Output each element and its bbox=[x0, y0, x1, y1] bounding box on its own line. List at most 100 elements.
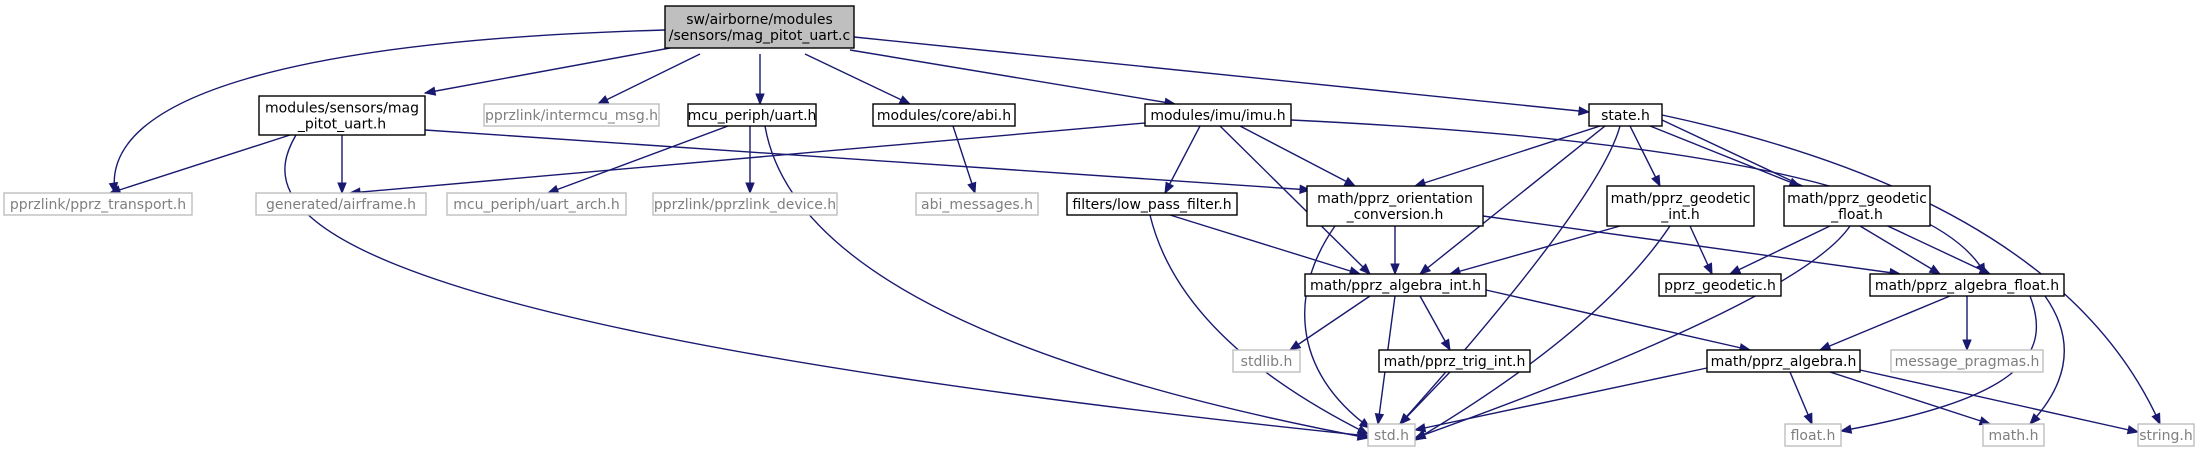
arrowhead-icon bbox=[1440, 338, 1451, 352]
arrowhead-icon bbox=[1374, 413, 1385, 426]
arrowhead-icon bbox=[596, 95, 610, 105]
node-box bbox=[1144, 103, 1292, 127]
node-trig[interactable]: math/pprz_trig_int.h bbox=[1378, 349, 1531, 373]
edge-main-to-abi bbox=[804, 53, 912, 105]
arrowhead-icon bbox=[755, 93, 765, 106]
edge-algfloat-to-float bbox=[1839, 295, 2038, 434]
node-uart[interactable]: mcu_periph/uart.h bbox=[687, 103, 817, 127]
node-state[interactable]: state.h bbox=[1588, 103, 1663, 127]
node-stdlib: stdlib.h bbox=[1232, 349, 1301, 373]
node-abi[interactable]: modules/core/abi.h bbox=[872, 103, 1016, 127]
node-geofloat[interactable]: math/pprz_geodetic_float.h bbox=[1783, 185, 1931, 227]
edges-layer bbox=[108, 29, 2161, 441]
edge-lowpass-to-std bbox=[1149, 214, 1370, 435]
node-geodetic[interactable]: pprz_geodetic.h bbox=[1658, 273, 1782, 297]
edge-geoint-to-geodetic bbox=[1689, 225, 1713, 276]
arrowhead-icon bbox=[2126, 425, 2140, 435]
arrowhead-icon bbox=[423, 86, 437, 96]
arrowhead-icon bbox=[1413, 430, 1427, 439]
arrowhead-icon bbox=[1288, 340, 1302, 351]
node-ptrans: pprzlink/pprz_transport.h bbox=[3, 192, 193, 216]
node-box bbox=[1306, 185, 1484, 227]
edge-line bbox=[424, 129, 1311, 191]
edge-main-to-uart bbox=[755, 54, 765, 106]
edge-main-to-state bbox=[853, 36, 1591, 116]
edge-alg-to-std bbox=[1413, 367, 1708, 433]
node-algint[interactable]: math/pprz_algebra_int.h bbox=[1304, 273, 1487, 297]
node-magh[interactable]: modules/sensors/mag_pitot_uart.h bbox=[258, 95, 426, 136]
arrowhead-icon bbox=[2151, 412, 2161, 426]
node-box bbox=[1706, 349, 1861, 373]
node-label: mcu_periph/uart.h bbox=[688, 108, 817, 124]
node-label: math.h bbox=[1989, 428, 2039, 444]
node-geoint[interactable]: math/pprz_geodetic_int.h bbox=[1606, 185, 1755, 227]
arrowhead-icon bbox=[1651, 174, 1661, 188]
node-imu[interactable]: modules/imu/imu.h bbox=[1144, 103, 1292, 127]
node-box bbox=[1784, 423, 1842, 447]
node-label: filters/low_pass_filter.h bbox=[1072, 197, 1231, 213]
edge-algint-to-trig bbox=[1419, 295, 1451, 352]
edge-algfloat-to-alg bbox=[1818, 295, 1951, 351]
node-label: _int.h bbox=[1660, 207, 1700, 223]
node-label: modules/imu/imu.h bbox=[1150, 108, 1285, 124]
edge-uart-to-std bbox=[764, 125, 1370, 441]
node-lowpass[interactable]: filters/low_pass_filter.h bbox=[1066, 192, 1238, 216]
edge-line bbox=[1414, 125, 1601, 187]
arrowhead-icon bbox=[1359, 263, 1371, 275]
node-label: pprzlink/pprz_transport.h bbox=[10, 197, 186, 213]
node-box bbox=[3, 192, 193, 216]
edge-alg-to-float bbox=[1789, 371, 1813, 426]
arrowhead-icon bbox=[546, 184, 560, 194]
edge-line bbox=[804, 53, 911, 105]
node-uartarch: mcu_periph/uart_arch.h bbox=[446, 192, 627, 216]
arrowhead-icon bbox=[1356, 425, 1370, 435]
arrowhead-icon bbox=[1578, 106, 1591, 116]
node-box bbox=[687, 103, 817, 127]
edge-line bbox=[1859, 225, 1941, 275]
node-box bbox=[1982, 423, 2045, 447]
arrowhead-icon bbox=[898, 95, 912, 105]
node-alg[interactable]: math/pprz_algebra.h bbox=[1706, 349, 1861, 373]
edge-main-to-magh bbox=[423, 47, 671, 96]
node-pdev: pprzlink/pprzlink_device.h bbox=[652, 192, 838, 216]
edge-line bbox=[1449, 225, 1621, 275]
arrowhead-icon bbox=[1299, 184, 1312, 195]
arrowhead-icon bbox=[1703, 262, 1713, 276]
edge-state-to-string bbox=[1661, 114, 2161, 426]
arrowhead-icon bbox=[1399, 413, 1411, 425]
arrowhead-icon bbox=[1413, 423, 1427, 433]
node-box bbox=[1378, 349, 1531, 373]
node-box bbox=[1588, 103, 1663, 127]
node-algfloat[interactable]: math/pprz_algebra_float.h bbox=[1869, 273, 2065, 297]
edge-geoint-to-std bbox=[1413, 225, 1671, 441]
node-label: state.h bbox=[1601, 108, 1650, 124]
node-box bbox=[1066, 192, 1238, 216]
arrowhead-icon bbox=[1343, 176, 1357, 187]
node-label: math/pprz_trig_int.h bbox=[1384, 354, 1526, 370]
edge-main-to-intermcu bbox=[596, 53, 701, 105]
node-math: math.h bbox=[1982, 423, 2045, 447]
node-label: stdlib.h bbox=[1241, 354, 1293, 370]
node-box bbox=[1783, 185, 1931, 227]
node-box bbox=[255, 192, 427, 216]
node-airframe: generated/airframe.h bbox=[255, 192, 427, 216]
edge-algint-to-stdlib bbox=[1288, 295, 1371, 351]
edge-magh-to-ptrans bbox=[108, 134, 291, 195]
arrowhead-icon bbox=[1164, 181, 1175, 195]
node-orient[interactable]: math/pprz_orientation_conversion.h bbox=[1306, 185, 1484, 227]
node-box bbox=[446, 192, 627, 216]
edge-line bbox=[1661, 114, 2161, 425]
node-main[interactable]: sw/airborne/modules/sensors/mag_pitot_ua… bbox=[664, 5, 855, 49]
edge-line bbox=[764, 125, 1369, 439]
edge-line bbox=[1414, 367, 1708, 431]
arrowhead-icon bbox=[1728, 265, 1742, 275]
node-label: pprzlink/intermcu_msg.h bbox=[485, 108, 658, 124]
node-label: string.h bbox=[2139, 428, 2193, 444]
edge-line bbox=[1819, 295, 1951, 351]
arrowhead-icon bbox=[967, 181, 977, 195]
edge-uart-to-pdev bbox=[745, 126, 755, 195]
edge-line bbox=[1729, 225, 1831, 275]
arrowhead-icon bbox=[1839, 424, 1853, 434]
node-label: sw/airborne/modules bbox=[686, 12, 833, 28]
